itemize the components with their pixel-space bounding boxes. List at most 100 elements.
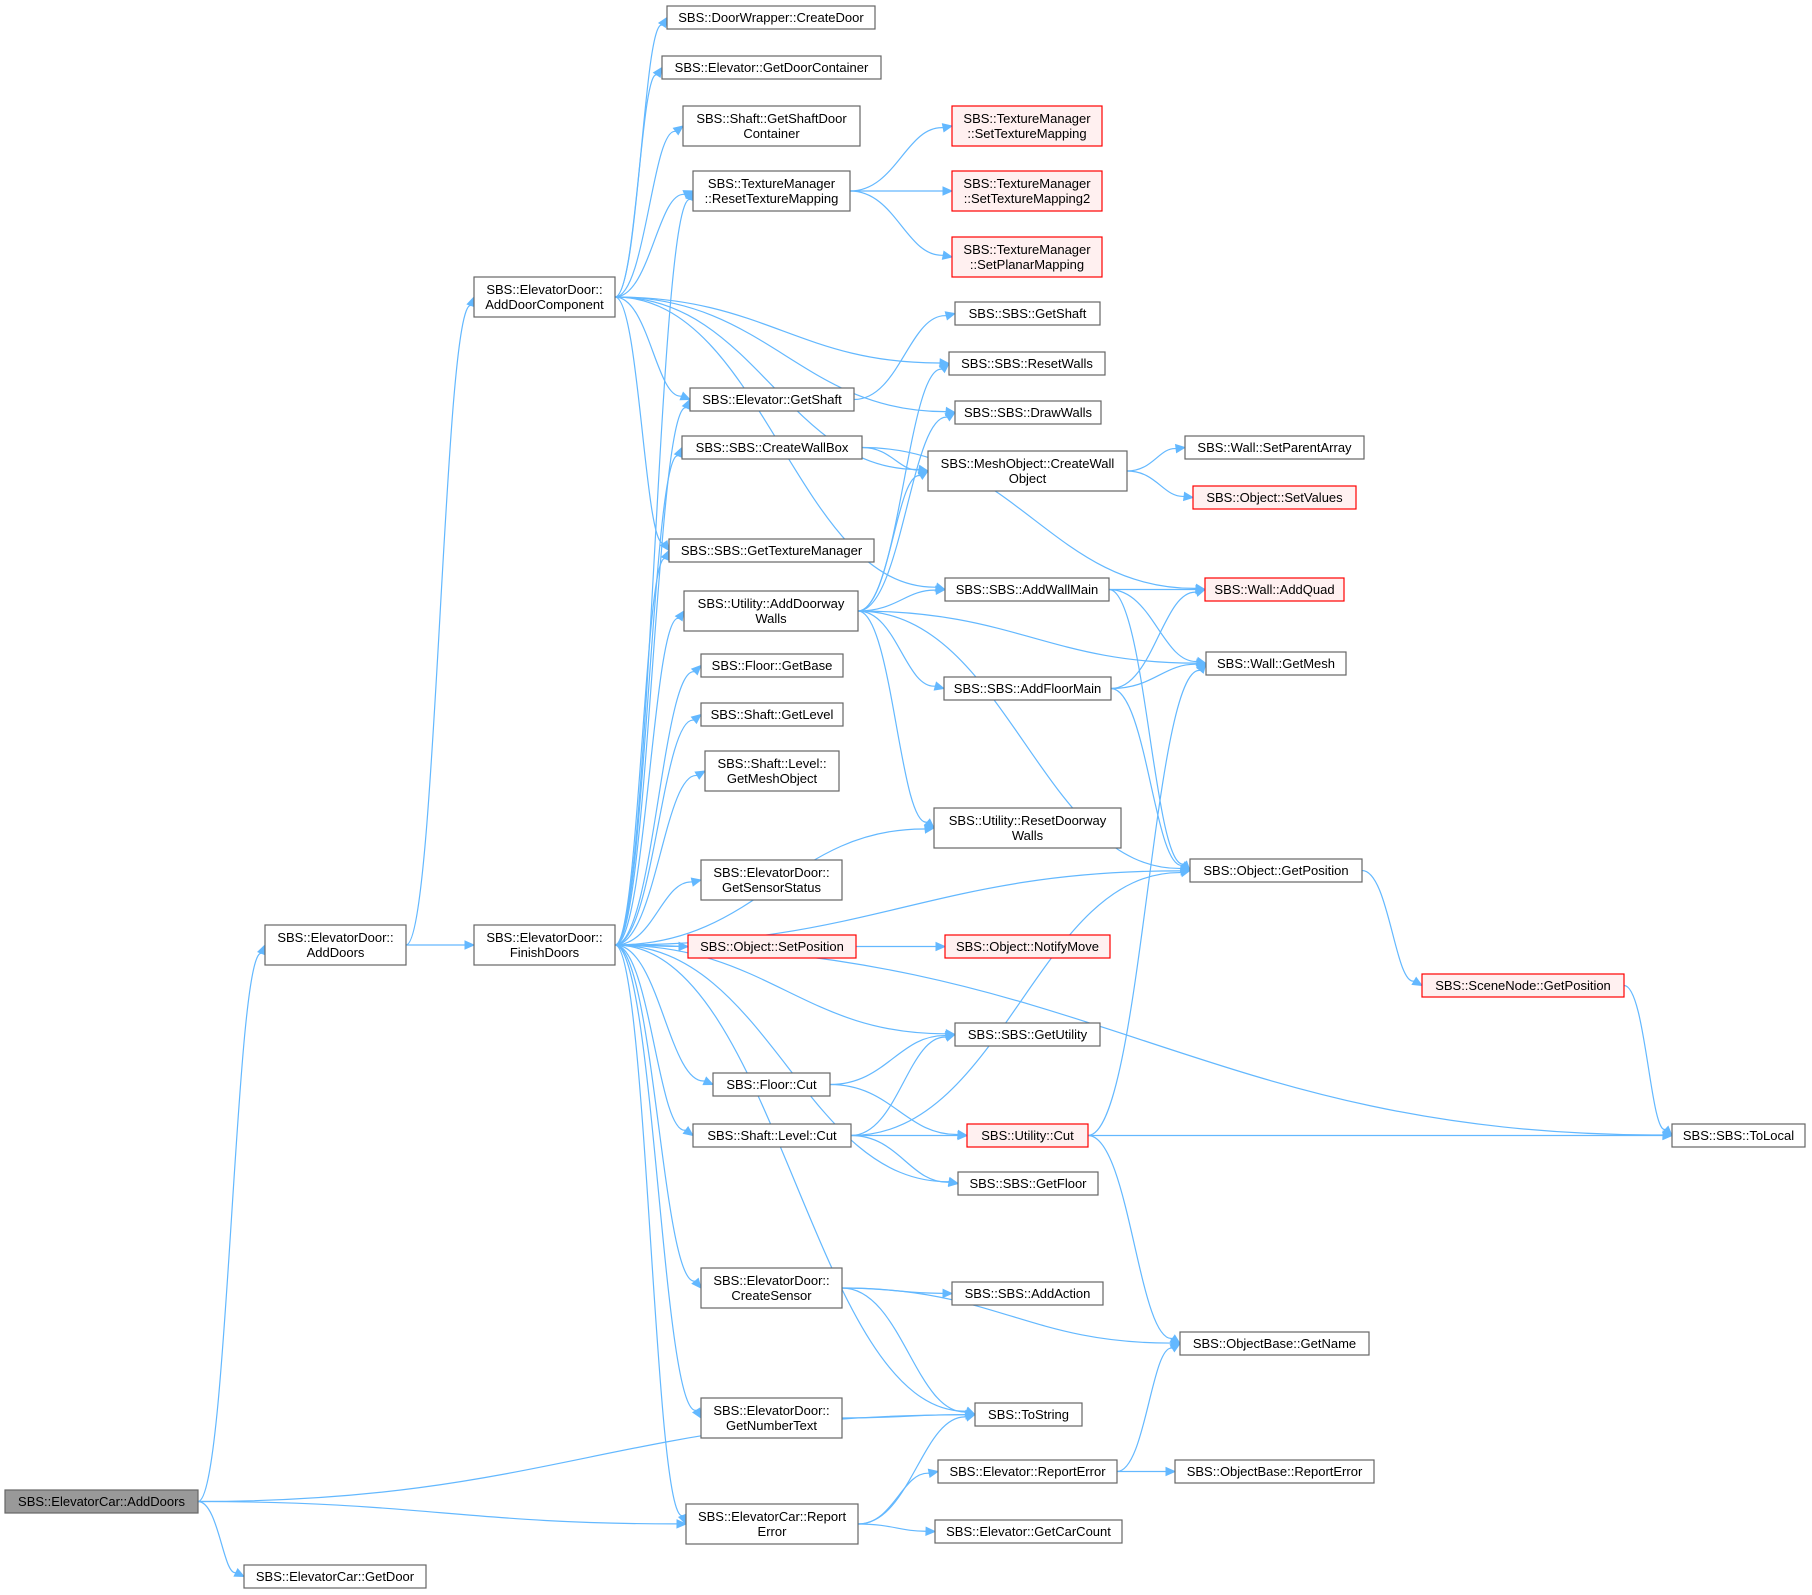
- node-sbs_createwallbox[interactable]: SBS::SBS::CreateWallBox: [681, 435, 863, 460]
- node-box-sbs_getshaft[interactable]: [954, 301, 1101, 326]
- node-box-ec_getdoor[interactable]: [243, 1564, 427, 1589]
- node-wall_addquad[interactable]: SBS::Wall::AddQuad: [1204, 577, 1345, 602]
- node-ed_finishdoors[interactable]: SBS::ElevatorDoor::FinishDoors: [473, 924, 616, 966]
- node-ob_reporterror[interactable]: SBS::ObjectBase::ReportError: [1174, 1459, 1375, 1484]
- node-box-ob_getname[interactable]: [1179, 1331, 1370, 1356]
- node-box-sbs_getutility[interactable]: [954, 1022, 1101, 1047]
- node-ed_createsensor[interactable]: SBS::ElevatorDoor::CreateSensor: [700, 1267, 843, 1309]
- node-sbs_addfloormain[interactable]: SBS::SBS::AddFloorMain: [943, 676, 1112, 701]
- node-box-sbs_addaction[interactable]: [951, 1281, 1104, 1306]
- node-floor_cut[interactable]: SBS::Floor::Cut: [712, 1072, 831, 1097]
- node-box-wall_setparent[interactable]: [1184, 435, 1365, 460]
- node-el_reporterror[interactable]: SBS::Elevator::ReportError: [937, 1459, 1118, 1484]
- node-box-sbs_getfloor[interactable]: [957, 1171, 1099, 1196]
- node-obj_notify[interactable]: SBS::Object::NotifyMove: [944, 934, 1111, 959]
- node-ob_getname[interactable]: SBS::ObjectBase::GetName: [1179, 1331, 1370, 1356]
- node-box-ec_reporterror[interactable]: [685, 1503, 859, 1545]
- node-ed_getnumtext[interactable]: SBS::ElevatorDoor::GetNumberText: [700, 1397, 843, 1439]
- node-ed_getsensor[interactable]: SBS::ElevatorDoor::GetSensorStatus: [700, 859, 843, 901]
- node-tm_set2[interactable]: SBS::TextureManager::SetTextureMapping2: [951, 170, 1103, 212]
- node-sbs_addwallmain[interactable]: SBS::SBS::AddWallMain: [944, 577, 1110, 602]
- node-box-sn_getpos[interactable]: [1421, 973, 1625, 998]
- node-box-obj_notify[interactable]: [944, 934, 1111, 959]
- node-box-tm_set[interactable]: [951, 105, 1103, 147]
- node-box-mo_createwall[interactable]: [927, 450, 1128, 492]
- node-box-sbs_addfloormain[interactable]: [943, 676, 1112, 701]
- node-box-floor_getbase[interactable]: [700, 653, 844, 678]
- node-sbs_tolocal[interactable]: SBS::SBS::ToLocal: [1671, 1123, 1806, 1148]
- node-sbs_getshaft[interactable]: SBS::SBS::GetShaft: [954, 301, 1101, 326]
- node-el_getdoorcont[interactable]: SBS::Elevator::GetDoorContainer: [661, 55, 882, 80]
- node-box-obj_setvalues[interactable]: [1192, 485, 1357, 510]
- node-box-sbs_gettexman[interactable]: [668, 538, 875, 563]
- node-root[interactable]: SBS::ElevatorCar::AddDoors: [4, 1489, 199, 1514]
- node-box-ut_adddoorway[interactable]: [683, 590, 859, 632]
- node-wall_setparent[interactable]: SBS::Wall::SetParentArray: [1184, 435, 1365, 460]
- node-box-shl_cut[interactable]: [692, 1123, 852, 1148]
- node-obj_setpos[interactable]: SBS::Object::SetPosition: [687, 934, 857, 959]
- node-box-tm_reset[interactable]: [692, 170, 851, 212]
- node-box-sh_getshaftdoor[interactable]: [682, 105, 861, 147]
- node-box-sbs_tostring[interactable]: [974, 1402, 1083, 1427]
- node-box-ed_adddoors[interactable]: [264, 924, 407, 966]
- node-box-sbs_tolocal[interactable]: [1671, 1123, 1806, 1148]
- node-ut_cut[interactable]: SBS::Utility::Cut: [966, 1123, 1089, 1148]
- node-box-el_getdoorcont[interactable]: [661, 55, 882, 80]
- node-el_getshaft[interactable]: SBS::Elevator::GetShaft: [689, 387, 855, 412]
- node-box-sbs_drawwalls[interactable]: [954, 400, 1102, 425]
- node-box-ed_finishdoors[interactable]: [473, 924, 616, 966]
- node-sbs_tostring[interactable]: SBS::ToString: [974, 1402, 1083, 1427]
- node-sbs_getutility[interactable]: SBS::SBS::GetUtility: [954, 1022, 1101, 1047]
- node-ed_adddoors[interactable]: SBS::ElevatorDoor::AddDoors: [264, 924, 407, 966]
- node-sbs_addaction[interactable]: SBS::SBS::AddAction: [951, 1281, 1104, 1306]
- node-sbs_gettexman[interactable]: SBS::SBS::GetTextureManager: [668, 538, 875, 563]
- node-sh_getlevel[interactable]: SBS::Shaft::GetLevel: [700, 702, 844, 727]
- node-box-el_getcarcount[interactable]: [934, 1519, 1123, 1544]
- node-box-el_reporterror[interactable]: [937, 1459, 1118, 1484]
- node-box-ob_reporterror[interactable]: [1174, 1459, 1375, 1484]
- node-sn_getpos[interactable]: SBS::SceneNode::GetPosition: [1421, 973, 1625, 998]
- node-box-ed_getsensor[interactable]: [700, 859, 843, 901]
- node-box-dw_createdoor[interactable]: [666, 5, 876, 30]
- node-shl_cut[interactable]: SBS::Shaft::Level::Cut: [692, 1123, 852, 1148]
- node-box-wall_addquad[interactable]: [1204, 577, 1345, 602]
- node-box-tm_planar[interactable]: [951, 236, 1103, 278]
- node-dw_createdoor[interactable]: SBS::DoorWrapper::CreateDoor: [666, 5, 876, 30]
- node-tm_set[interactable]: SBS::TextureManager::SetTextureMapping: [951, 105, 1103, 147]
- node-ec_getdoor[interactable]: SBS::ElevatorCar::GetDoor: [243, 1564, 427, 1589]
- node-box-tm_set2[interactable]: [951, 170, 1103, 212]
- node-floor_getbase[interactable]: SBS::Floor::GetBase: [700, 653, 844, 678]
- node-wall_getmesh[interactable]: SBS::Wall::GetMesh: [1205, 651, 1347, 676]
- node-box-sbs_resetwalls[interactable]: [948, 351, 1106, 376]
- node-tm_reset[interactable]: SBS::TextureManager::ResetTextureMapping: [692, 170, 851, 212]
- node-shl_getmesh[interactable]: SBS::Shaft::Level::GetMeshObject: [704, 750, 840, 792]
- node-obj_setvalues[interactable]: SBS::Object::SetValues: [1192, 485, 1357, 510]
- node-obj_getpos[interactable]: SBS::Object::GetPosition: [1189, 858, 1363, 883]
- node-box-ed_getnumtext[interactable]: [700, 1397, 843, 1439]
- node-box-ed_adddoorcomp[interactable]: [473, 276, 616, 318]
- node-box-sbs_addwallmain[interactable]: [944, 577, 1110, 602]
- node-box-shl_getmesh[interactable]: [704, 750, 840, 792]
- node-sbs_drawwalls[interactable]: SBS::SBS::DrawWalls: [954, 400, 1102, 425]
- node-ed_adddoorcomp[interactable]: SBS::ElevatorDoor::AddDoorComponent: [473, 276, 616, 318]
- node-box-sh_getlevel[interactable]: [700, 702, 844, 727]
- node-box-ut_resetdoorway[interactable]: [933, 807, 1122, 849]
- node-box-obj_setpos[interactable]: [687, 934, 857, 959]
- node-box-wall_getmesh[interactable]: [1205, 651, 1347, 676]
- node-box-ut_cut[interactable]: [966, 1123, 1089, 1148]
- node-box-floor_cut[interactable]: [712, 1072, 831, 1097]
- node-box-obj_getpos[interactable]: [1189, 858, 1363, 883]
- node-sbs_getfloor[interactable]: SBS::SBS::GetFloor: [957, 1171, 1099, 1196]
- node-tm_planar[interactable]: SBS::TextureManager::SetPlanarMapping: [951, 236, 1103, 278]
- node-ec_reporterror[interactable]: SBS::ElevatorCar::ReportError: [685, 1503, 859, 1545]
- node-el_getcarcount[interactable]: SBS::Elevator::GetCarCount: [934, 1519, 1123, 1544]
- node-box-root[interactable]: [4, 1489, 199, 1514]
- node-box-el_getshaft[interactable]: [689, 387, 855, 412]
- node-sbs_resetwalls[interactable]: SBS::SBS::ResetWalls: [948, 351, 1106, 376]
- node-box-sbs_createwallbox[interactable]: [681, 435, 863, 460]
- node-box-ed_createsensor[interactable]: [700, 1267, 843, 1309]
